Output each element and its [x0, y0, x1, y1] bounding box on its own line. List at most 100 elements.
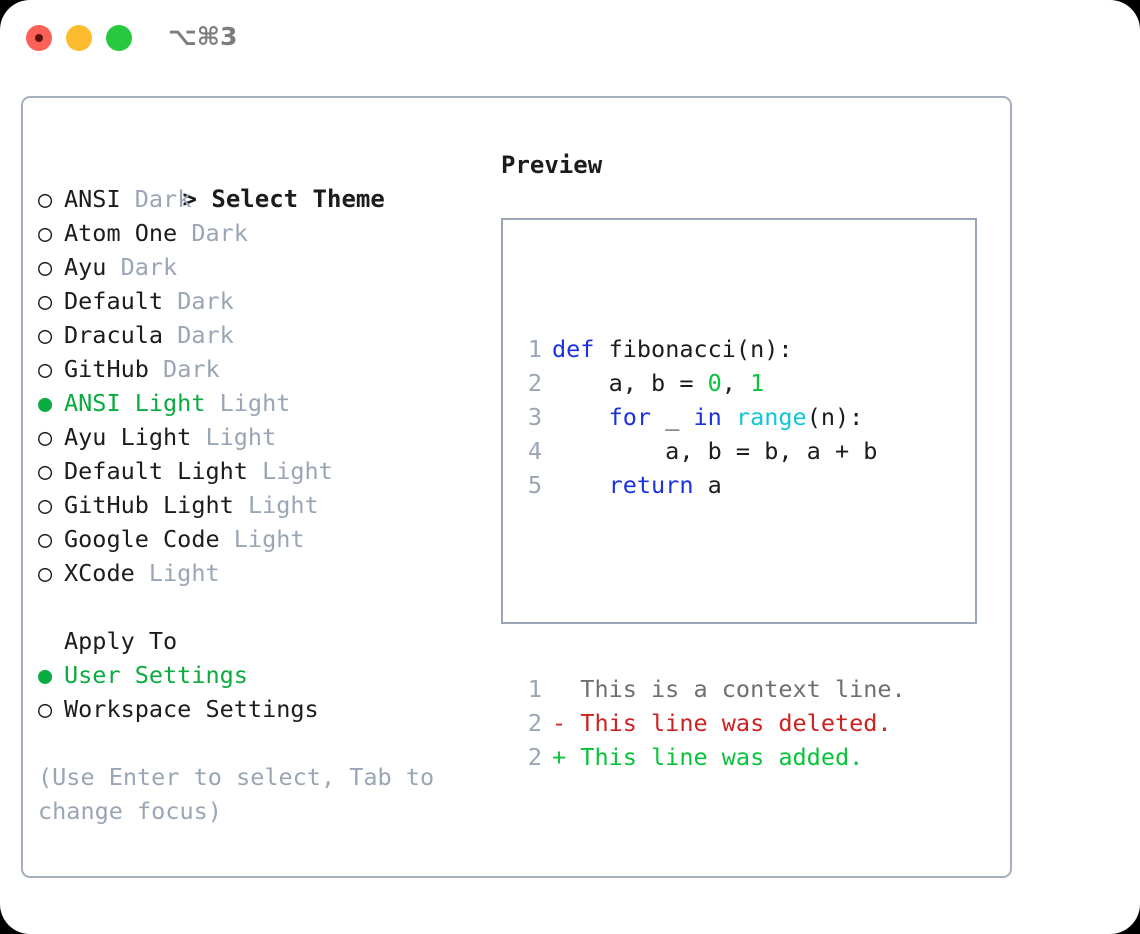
- theme-item-name: GitHub: [64, 355, 164, 383]
- code-token: def: [552, 335, 595, 363]
- code-token: a, b = b, a + b: [552, 437, 878, 465]
- theme-selector-column: > Select Theme ○ANSI Dark○Atom One Dark○…: [38, 148, 488, 828]
- radio-selected-icon: ●: [38, 389, 53, 417]
- code-line: 1 def fibonacci(n):: [516, 332, 906, 366]
- radio-unselected-icon: ○: [38, 457, 53, 485]
- diff-line-text: This is a context line.: [552, 675, 906, 703]
- theme-item-variant: Light: [148, 559, 220, 587]
- theme-item-name: Google Code: [64, 525, 234, 553]
- theme-item-name: ANSI Light: [64, 389, 220, 417]
- theme-list-title: > Select Theme: [38, 148, 488, 213]
- titlebar: ⌥⌘3: [0, 0, 1140, 78]
- radio-unselected-icon: ○: [38, 423, 53, 451]
- radio-unselected-icon: ○: [38, 491, 53, 519]
- line-number: 3: [527, 403, 542, 431]
- line-number: 2: [527, 369, 542, 397]
- theme-item-name: Ayu Light: [64, 423, 206, 451]
- theme-list: ○ANSI Dark○Atom One Dark○Ayu Dark○Defaul…: [38, 182, 488, 590]
- theme-item-default-light[interactable]: ○ Default Light Light: [38, 454, 488, 488]
- theme-item-name: Default: [64, 287, 178, 315]
- radio-unselected-icon: ○: [38, 695, 53, 723]
- diff-line: 2+ This line was added.: [516, 740, 906, 774]
- theme-item-ayu[interactable]: ○Ayu Dark: [38, 250, 488, 284]
- theme-item-github-light[interactable]: ○GitHub Light Light: [38, 488, 488, 522]
- theme-item-name: Dracula: [64, 321, 178, 349]
- code-line: 4 a, b = b, a + b: [516, 434, 906, 468]
- code-token: ,: [721, 369, 751, 397]
- code-line: 5 return a: [516, 468, 906, 502]
- theme-item-xcode[interactable]: ○XCode Light: [38, 556, 488, 590]
- line-number: 2: [527, 743, 542, 771]
- apply-to-item-workspace-settings[interactable]: ○ Workspace Settings: [38, 692, 488, 726]
- radio-unselected-icon: ○: [38, 559, 53, 587]
- theme-item-github[interactable]: ○ GitHub Dark: [38, 352, 488, 386]
- theme-item-variant: Light: [233, 525, 305, 553]
- diff-line-text: - This line was deleted.: [552, 709, 892, 737]
- radio-unselected-icon: ○: [38, 355, 53, 383]
- window-controls: [26, 25, 132, 51]
- code-token: [552, 403, 609, 431]
- radio-selected-icon: ●: [38, 661, 53, 689]
- code-line: 3 for _ in range(n):: [516, 400, 906, 434]
- theme-item-google-code[interactable]: ○ Google Code Light: [38, 522, 488, 556]
- radio-unselected-icon: ○: [38, 253, 53, 281]
- theme-item-variant: Dark: [163, 355, 220, 383]
- code-token: fibonacci(n):: [594, 335, 793, 363]
- code-token: (n):: [806, 403, 864, 431]
- diff-sample: 1 This is a context line. 2 - This line wa…: [516, 672, 906, 774]
- theme-item-variant: Dark: [177, 287, 234, 315]
- code-token: 0: [707, 369, 722, 397]
- code-token: [552, 471, 609, 499]
- close-button[interactable]: [26, 25, 52, 51]
- theme-item-variant: Dark: [177, 321, 234, 349]
- apply-to-title: Apply To: [64, 627, 178, 655]
- panel-columns: > Select Theme ○ANSI Dark○Atom One Dark○…: [23, 98, 1010, 876]
- radio-unselected-icon: ○: [38, 185, 53, 213]
- theme-item-variant: Dark: [191, 219, 248, 247]
- list-gap: [38, 590, 488, 624]
- apply-to-list: ● User Settings ○ Workspace Settings: [38, 658, 488, 726]
- code-token: range: [735, 403, 807, 431]
- theme-item-variant: Light: [205, 423, 277, 451]
- theme-item-name: Atom One: [64, 219, 192, 247]
- keyboard-hint: (Use Enter to select, Tab to change focu…: [38, 763, 435, 825]
- code-token: in: [693, 403, 722, 431]
- theme-item-variant: Light: [262, 457, 333, 485]
- code-token: [722, 403, 736, 431]
- theme-list-title-text: Select Theme: [211, 185, 385, 213]
- code-token: _: [651, 403, 694, 431]
- code-diff-gap: [516, 570, 906, 604]
- diff-line: 1 This is a context line.: [516, 672, 906, 706]
- line-number: 1: [527, 335, 542, 363]
- theme-item-variant: Dark: [120, 253, 178, 281]
- radio-unselected-icon: ○: [38, 525, 53, 553]
- theme-item-atom-one[interactable]: ○ Atom One Dark: [38, 216, 488, 250]
- code-token: for: [608, 403, 652, 431]
- theme-item-ansi-light[interactable]: ● ANSI Light Light: [38, 386, 488, 420]
- line-number: 5: [527, 471, 542, 499]
- radio-unselected-icon: ○: [38, 321, 53, 349]
- code-token: 1: [750, 369, 765, 397]
- theme-list-title-prefix: >: [182, 185, 212, 213]
- theme-item-variant: Light: [219, 389, 291, 417]
- radio-unselected-icon: ○: [38, 287, 53, 315]
- theme-item-name: Default Light: [64, 457, 263, 485]
- keyboard-shortcut-label: ⌥⌘3: [168, 22, 238, 51]
- code-token: return: [608, 471, 694, 499]
- theme-item-ansi[interactable]: ○ANSI Dark: [38, 182, 488, 216]
- code-token: a: [693, 471, 722, 499]
- preview-title: Preview: [501, 151, 603, 179]
- apply-to-item-label: Workspace Settings: [64, 695, 319, 723]
- apply-to-item-user-settings[interactable]: ● User Settings: [38, 658, 488, 692]
- zoom-button[interactable]: [106, 25, 132, 51]
- radio-unselected-icon: ○: [38, 219, 53, 247]
- theme-item-ayu-light[interactable]: ○ Ayu Light Light: [38, 420, 488, 454]
- theme-item-default[interactable]: ○ Default Dark: [38, 284, 488, 318]
- apply-to-item-label: User Settings: [64, 661, 248, 689]
- minimize-button[interactable]: [66, 25, 92, 51]
- theme-item-dracula[interactable]: ○ Dracula Dark: [38, 318, 488, 352]
